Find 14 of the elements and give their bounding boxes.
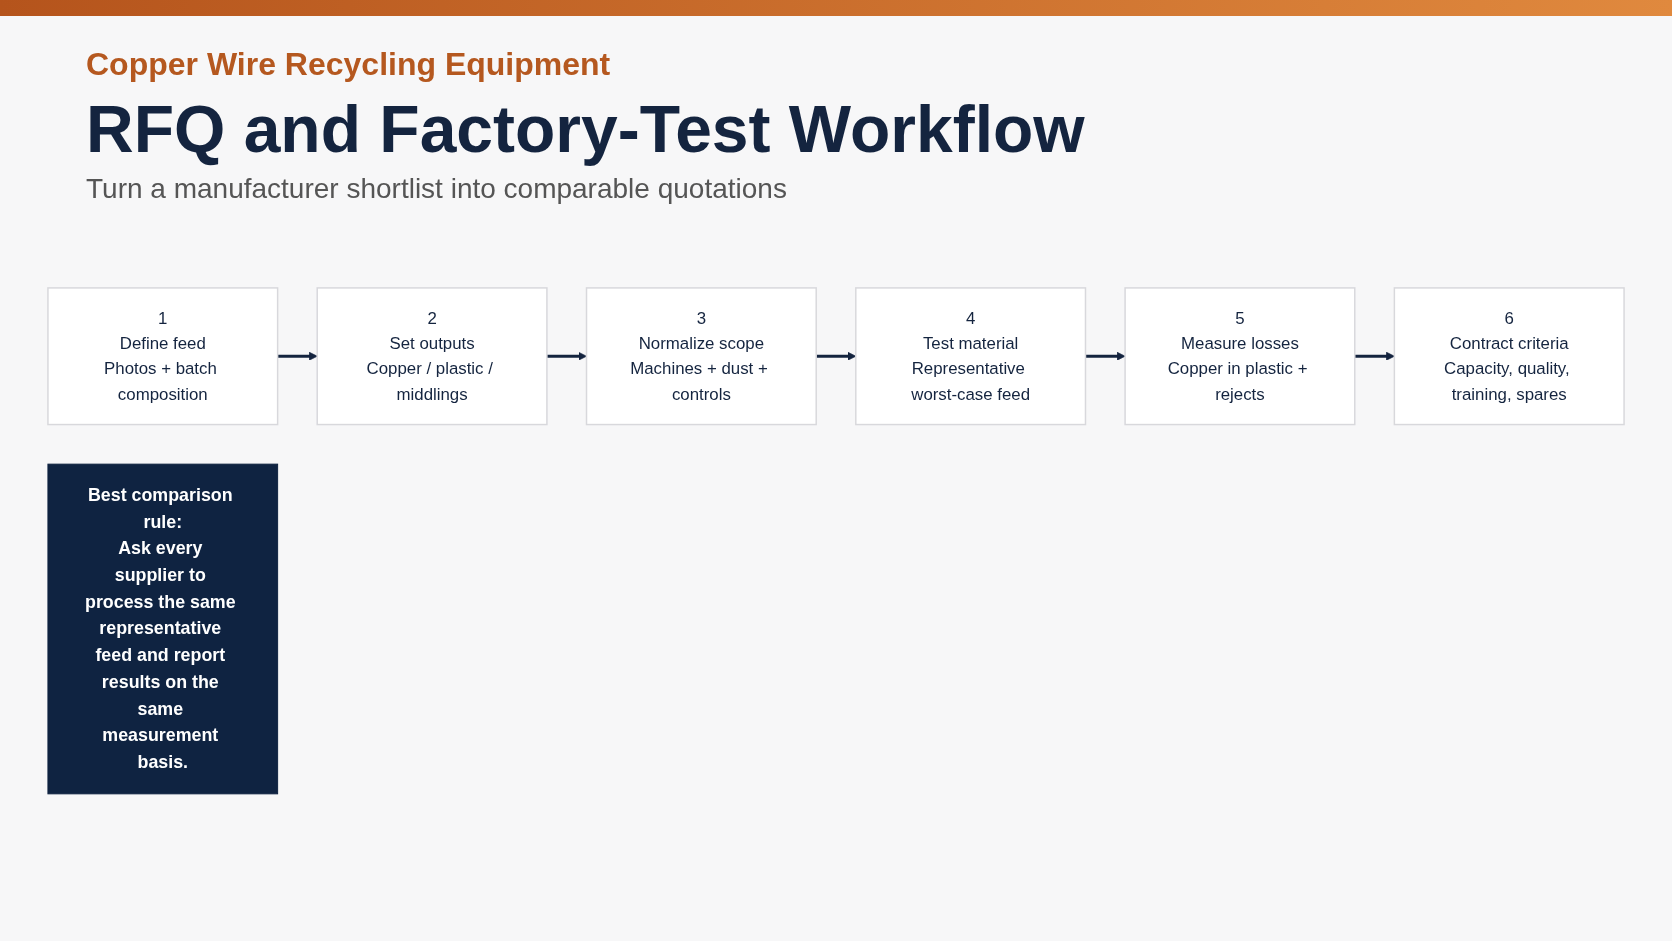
node-box: 3 Normalize scope Machines + dust + controls [585,287,817,426]
node-box: 5 Measure losses Copper in plastic + rejects [1124,287,1356,426]
node-box: 4 Test material Representative worst-case feed [855,287,1087,426]
node-box: 2 Set outputs Copper / plastic / middlings [316,287,548,426]
arrow [1354,351,1395,361]
subtitle: Turn a manufacturer shortlist into comparable quotations [86,173,787,205]
kicker-text: Copper Wire Recycling Equipment [86,46,611,83]
arrow [546,351,587,361]
arrow [1085,351,1126,361]
node-box: Best comparison rule: Ask every supplier to process the same representative feed and report results on the same measurement basis. [47,463,279,795]
arrow [277,351,318,361]
node-box: 6 Contract criteria Capacity, quality, training, spares [1393,287,1625,426]
title: RFQ and Factory-Test Workflow [86,91,1085,167]
node-box: 1 Define feed Photos + batch composition [47,287,279,426]
